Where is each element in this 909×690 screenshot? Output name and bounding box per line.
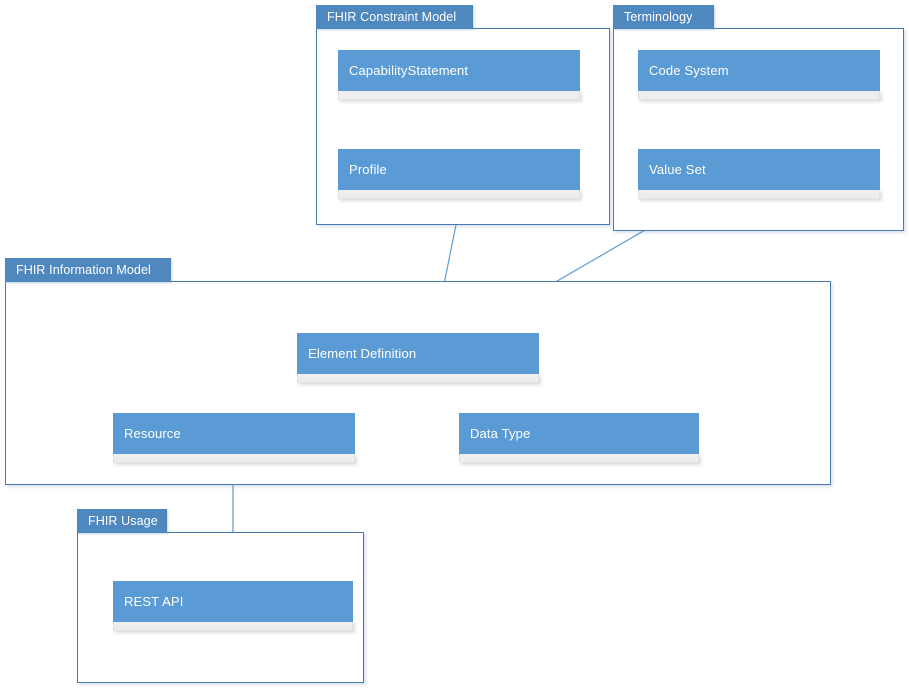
class-label-profile: Profile [338, 149, 580, 190]
class-compartment-value-set [638, 190, 880, 199]
class-element-definition[interactable]: Element Definition [297, 333, 539, 383]
class-label-value-set: Value Set [638, 149, 880, 190]
package-tab-fhir-information-model[interactable]: FHIR Information Model [5, 258, 171, 282]
class-label-data-type: Data Type [459, 413, 699, 454]
class-compartment-capability-statement [338, 91, 580, 100]
class-rest-api[interactable]: REST API [113, 581, 353, 631]
class-label-element-definition: Element Definition [297, 333, 539, 374]
class-profile[interactable]: Profile [338, 149, 580, 199]
class-label-rest-api: REST API [113, 581, 353, 622]
class-resource[interactable]: Resource [113, 413, 355, 463]
class-label-capability-statement: CapabilityStatement [338, 50, 580, 91]
class-compartment-data-type [459, 454, 699, 463]
class-data-type[interactable]: Data Type [459, 413, 699, 463]
class-label-resource: Resource [113, 413, 355, 454]
class-compartment-rest-api [113, 622, 353, 631]
package-tab-fhir-constraint-model[interactable]: FHIR Constraint Model [316, 5, 473, 29]
class-compartment-profile [338, 190, 580, 199]
package-tab-fhir-usage[interactable]: FHIR Usage [77, 509, 167, 533]
package-tab-terminology[interactable]: Terminology [613, 5, 714, 29]
class-compartment-code-system [638, 91, 880, 100]
class-compartment-resource [113, 454, 355, 463]
class-label-code-system: Code System [638, 50, 880, 91]
class-value-set[interactable]: Value Set [638, 149, 880, 199]
class-code-system[interactable]: Code System [638, 50, 880, 100]
class-compartment-element-definition [297, 374, 539, 383]
class-capability-statement[interactable]: CapabilityStatement [338, 50, 580, 100]
